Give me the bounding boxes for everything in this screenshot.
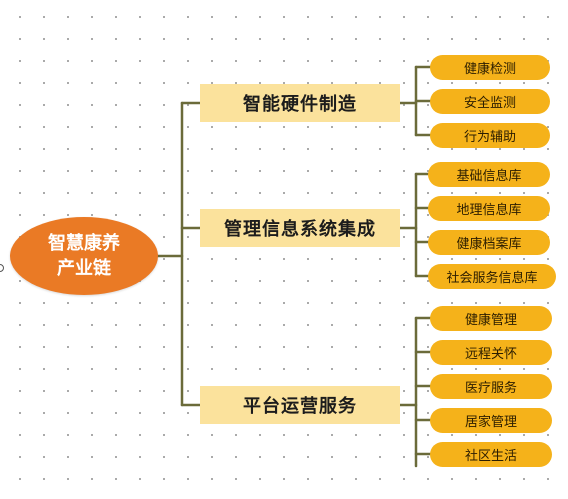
leaf-label: 健康管理 [464,313,517,328]
leaf-label: 地理信息库 [456,203,522,218]
leaf-node[interactable]: 地理信息库 [428,196,550,221]
leaf-label: 健康检测 [463,62,516,77]
branch-label: 管理信息系统集成 [224,219,376,240]
branch-node-platform[interactable]: 平台运营服务 [200,386,400,424]
leaf-label: 行为辅助 [463,130,516,145]
leaf-node[interactable]: 健康检测 [430,55,550,80]
leaf-node[interactable]: 社区生活 [430,442,552,467]
leaf-node[interactable]: 医疗服务 [430,374,552,399]
branch-node-info-system[interactable]: 管理信息系统集成 [200,209,400,247]
root-label-line1: 智慧康养 [48,233,120,254]
leaf-label: 健康档案库 [456,237,522,252]
leaf-node[interactable]: 社会服务信息库 [428,264,556,289]
leaf-label: 安全监测 [463,96,516,111]
leaf-node[interactable]: 居家管理 [430,408,552,433]
leaf-node[interactable]: 远程关怀 [430,340,552,365]
root-node[interactable]: 智慧康养 产业链 [10,217,158,295]
branch-label: 平台运营服务 [243,396,357,417]
leaf-node[interactable]: 基础信息库 [428,162,550,187]
leaf-label: 居家管理 [464,415,517,430]
leaf-label: 社会服务信息库 [446,271,538,286]
leaf-node[interactable]: 行为辅助 [430,123,550,148]
branch-label: 智能硬件制造 [243,94,357,115]
leaf-label: 医疗服务 [464,381,517,396]
leaf-node[interactable]: 健康管理 [430,306,552,331]
leaf-label: 远程关怀 [464,347,517,362]
leaf-node[interactable]: 安全监测 [430,89,550,114]
leaf-node[interactable]: 健康档案库 [428,230,550,255]
leaf-label: 基础信息库 [456,169,522,184]
root-label-line2: 产业链 [57,258,111,279]
leaf-label: 社区生活 [464,449,517,464]
branch-node-hardware[interactable]: 智能硬件制造 [200,84,400,122]
